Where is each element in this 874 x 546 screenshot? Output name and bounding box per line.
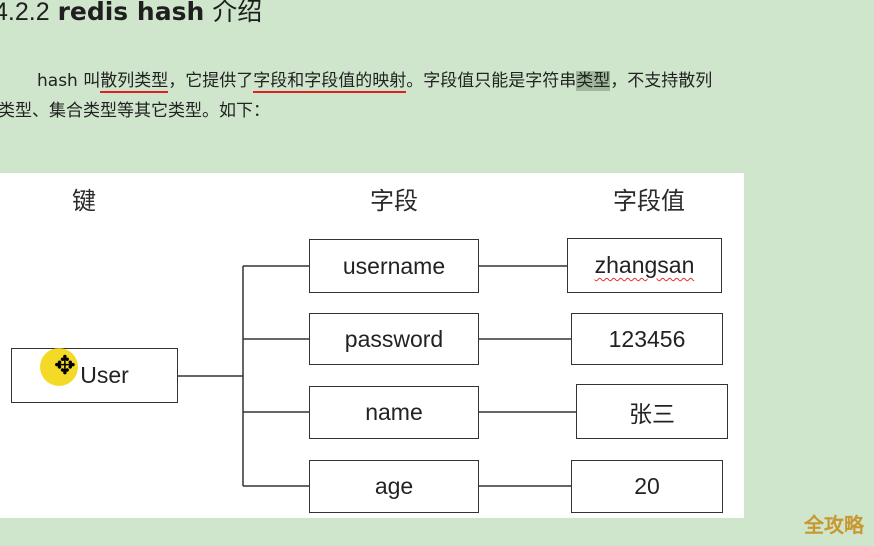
watermark-logo: 全攻略: [804, 513, 864, 537]
section-heading: 4.2.2 redis hash 介绍: [0, 0, 262, 28]
field-label: password: [344, 325, 444, 352]
underlined-term-hash-type: 散列类型: [100, 71, 169, 93]
value-box-name: 张三: [576, 384, 728, 439]
section-title-en: redis hash: [57, 0, 205, 26]
key-label: User: [80, 362, 129, 388]
header-key: 键: [72, 187, 96, 215]
connector-lines: [177, 265, 576, 487]
highlighted-term-type: 类型: [576, 71, 611, 91]
paragraph-line-1: hash 叫散列类型，它提供了字段和字段值的映射。字段值只能是字符串类型，不支持…: [37, 66, 712, 96]
value-label: 20: [634, 473, 660, 499]
value-box-age: 20: [571, 460, 723, 513]
move-cursor-icon: ✥: [54, 351, 76, 381]
section-title-zh: 介绍: [212, 0, 263, 26]
value-box-password: 123456: [571, 313, 723, 365]
hash-diagram: 键 字段 字段值 User username password name age…: [0, 173, 744, 518]
header-field: 字段: [370, 187, 418, 215]
value-box-username: zhangsan: [567, 238, 722, 293]
field-label: username: [342, 252, 446, 279]
field-box-name: name: [309, 386, 479, 439]
text-segment: ，它提供了: [168, 71, 254, 91]
value-label: zhangsan: [594, 252, 695, 278]
underlined-term-field-mapping: 字段和字段值的映射: [253, 71, 407, 93]
value-label: 张三: [629, 400, 675, 427]
field-box-password: password: [309, 313, 479, 365]
text-segment: 。字段值只能是字符串: [406, 71, 577, 91]
field-box-username: username: [309, 239, 479, 293]
text-segment: ，不支持散列: [610, 71, 713, 91]
value-label: 123456: [608, 325, 686, 352]
field-label: name: [365, 399, 423, 425]
field-label: age: [374, 473, 414, 499]
paragraph-line-2: 类型、集合类型等其它类型。如下：: [0, 101, 270, 121]
text-segment: hash 叫: [37, 71, 101, 91]
field-box-age: age: [309, 460, 479, 513]
header-value: 字段值: [613, 187, 685, 215]
cursor-highlight: [40, 348, 78, 386]
key-box: User: [11, 348, 178, 403]
section-number: 4.2.2: [0, 0, 50, 26]
